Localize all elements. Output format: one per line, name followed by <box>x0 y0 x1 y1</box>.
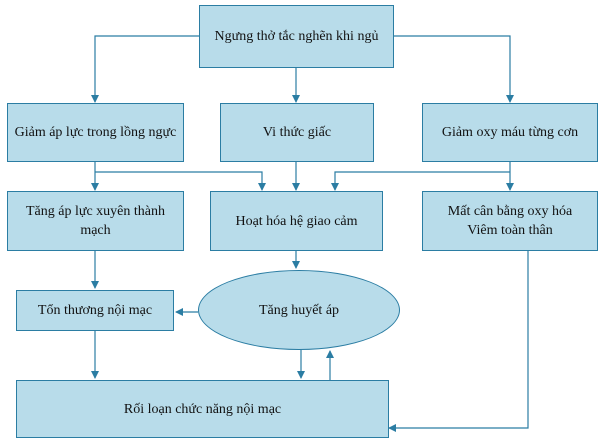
node-endothelial-dysfunction: Rối loạn chức năng nội mạc <box>16 380 389 438</box>
node-hypertension: Tăng huyết áp <box>198 270 400 350</box>
node-oxidative-label: Mất cân bằng oxy hóa Viêm toàn thân <box>447 204 573 238</box>
node-endothelial-injury: Tổn thương nội mạc <box>16 290 174 331</box>
edge-oxidative-to-dysfunction <box>388 251 529 432</box>
node-intermittent-hypoxia: Giảm oxy máu từng cơn <box>422 103 598 162</box>
node-transmural-label: Tăng áp lực xuyên thành mạch <box>26 204 165 238</box>
node-hypoxia-label: Giảm oxy máu từng cơn <box>441 125 579 140</box>
node-transmural-pressure: Tăng áp lực xuyên thành mạch <box>7 191 184 251</box>
node-sleep-apnea-label: Ngưng thở tắc nghẽn khi ngủ <box>214 29 379 44</box>
node-injury-label: Tổn thương nội mạc <box>37 303 153 318</box>
node-hypertension-label: Tăng huyết áp <box>258 302 340 318</box>
edge-pressure-drop-to-sympathetic <box>95 171 266 191</box>
node-sympathetic-label: Hoạt hóa hệ giao cảm <box>235 213 358 229</box>
node-intrathoracic-pressure-drop: Giảm áp lực trong lồng ngực <box>7 103 184 162</box>
edge-hypoxia-to-sympathetic <box>331 171 510 191</box>
edge-top-to-hypoxia <box>394 35 514 103</box>
node-oxidative-inflammation: Mất cân bằng oxy hóa Viêm toàn thân <box>422 191 598 251</box>
node-sleep-apnea: Ngưng thở tắc nghẽn khi ngủ <box>199 5 394 68</box>
node-micro-arousal: Vi thức giấc <box>220 103 374 162</box>
node-pressure-drop-label: Giảm áp lực trong lồng ngực <box>14 125 177 140</box>
node-sympathetic-activation: Hoạt hóa hệ giao cảm <box>210 191 383 251</box>
node-micro-arousal-label: Vi thức giấc <box>262 125 332 140</box>
node-dysfunction-label: Rối loạn chức năng nội mạc <box>123 401 282 417</box>
edge-top-to-pressure-drop <box>91 35 199 103</box>
